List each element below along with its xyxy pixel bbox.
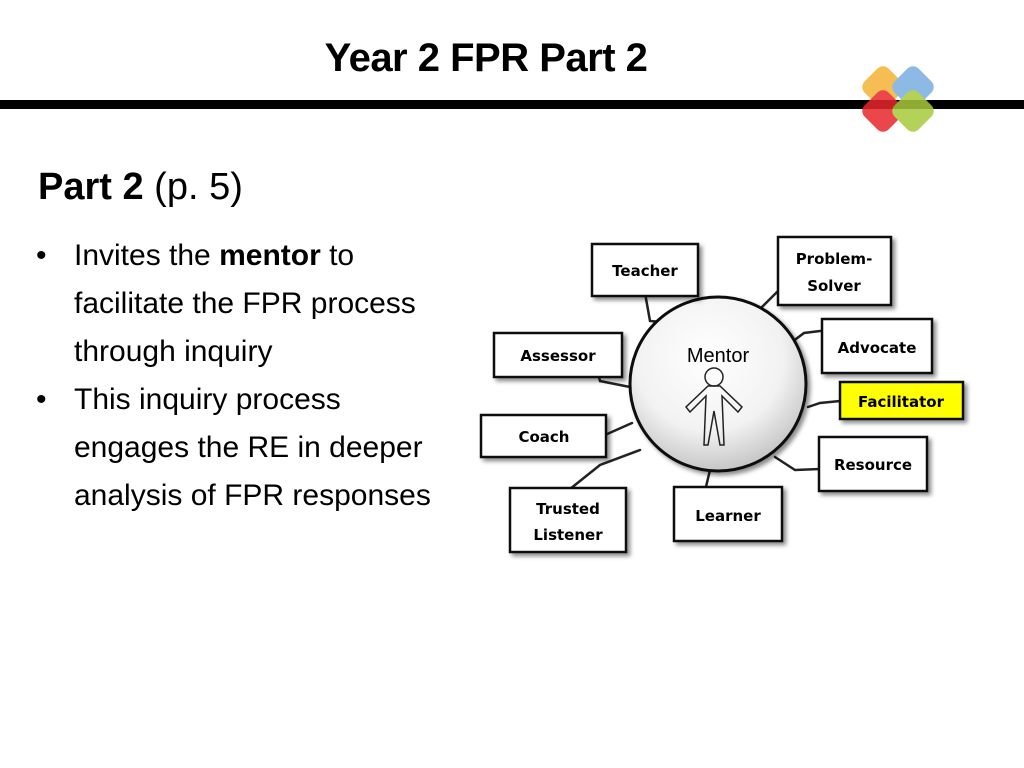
bullet-item: • Invites the mentor to facilitate the F… — [36, 232, 456, 376]
bullet-item: • This inquiry process engages the RE in… — [36, 376, 456, 520]
node-coach: Coach — [479, 413, 608, 459]
node-label: Assessor — [520, 347, 596, 365]
heading-rest: (p. 5) — [143, 166, 243, 208]
bullet-list: • Invites the mentor to facilitate the F… — [36, 232, 456, 520]
node-resource: Resource — [817, 435, 929, 493]
node-advocate: Advocate — [820, 317, 934, 375]
mentor-roles-diagram: Mentor Teacher Problem- Solver Assessor … — [479, 235, 965, 554]
node-assessor: Assessor — [492, 331, 624, 379]
node-label-line2: Listener — [533, 526, 603, 544]
bullet-text-after: to facilitate the FPR process through in… — [74, 239, 416, 368]
node-learner: Learner — [672, 485, 784, 543]
node-label: Resource — [834, 456, 912, 474]
node-label: Teacher — [612, 262, 678, 280]
section-heading: Part 2 (p. 5) — [38, 166, 243, 209]
overlapping-squares-logo — [862, 66, 934, 132]
node-teacher: Teacher — [590, 242, 700, 298]
node-problem-solver: Problem- Solver — [776, 235, 893, 307]
mentor-ball — [628, 295, 808, 473]
bullet-dot: • — [36, 239, 47, 272]
bullet-text-before: Invites the — [74, 239, 220, 272]
bullet-text: This inquiry process engages the RE in d… — [74, 383, 431, 512]
node-label-line1: Trusted — [536, 500, 600, 518]
node-label: Learner — [695, 507, 761, 525]
bullet-text-bold: mentor — [219, 239, 321, 272]
node-label-line1: Problem- — [796, 250, 873, 268]
mentor-label: Mentor — [687, 345, 750, 367]
title-divider — [0, 100, 1024, 109]
heading-bold: Part 2 — [38, 166, 144, 208]
node-facilitator: Facilitator — [838, 380, 965, 421]
node-label: Facilitator — [858, 393, 945, 411]
node-trusted-listener: Trusted Listener — [508, 486, 628, 554]
node-label: Coach — [518, 428, 569, 446]
bullet-dot: • — [36, 383, 47, 416]
person-figure-icon — [684, 367, 744, 446]
slide-title: Year 2 FPR Part 2 — [324, 36, 648, 80]
node-label: Advocate — [838, 339, 917, 357]
node-label-line2: Solver — [807, 277, 861, 295]
